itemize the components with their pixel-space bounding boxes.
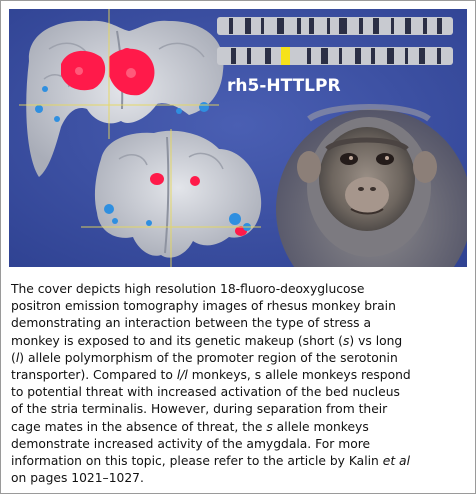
caption-line: demonstrate increased activity of the am…: [11, 436, 371, 451]
caption-line: monkey is exposed to and its genetic mak…: [11, 333, 403, 348]
caption-line: positron emission tomography images of r…: [11, 299, 396, 314]
figure-caption: The cover depicts high resolution 18-flu…: [11, 281, 469, 487]
crosshair-lines: [19, 9, 261, 267]
caption-line: cage mates in the absence of threat, the…: [11, 419, 369, 434]
caption-line: to potential threat with increased activ…: [11, 385, 400, 400]
monkey-portrait: [276, 104, 467, 267]
caption-line: information on this topic, please refer …: [11, 454, 410, 469]
caption-line: on pages 1021–1027.: [11, 471, 144, 486]
caption-line: transporter). Compared to l/l monkeys, s…: [11, 368, 411, 383]
gene-label: rh5-HTTLPR: [227, 76, 341, 96]
cover-image: rh5-HTTLPR: [9, 9, 467, 267]
caption-line: The cover depicts high resolution 18-flu…: [11, 282, 365, 296]
caption-line: of the stria terminalis. However, during…: [11, 402, 388, 417]
gene-sequence-bars: [217, 17, 453, 65]
upper-slice-red-activation: [61, 48, 155, 96]
allele-highlight: [281, 47, 290, 65]
lower-brain-slice: [94, 130, 262, 258]
upper-brain-slice: [26, 20, 224, 178]
caption-line: (l) allele polymorphism of the promoter …: [11, 350, 398, 365]
caption-line: demonstrating an interaction between the…: [11, 316, 372, 331]
cover-illustration: rh5-HTTLPR: [9, 9, 467, 267]
lower-slice-activation: [104, 173, 251, 236]
